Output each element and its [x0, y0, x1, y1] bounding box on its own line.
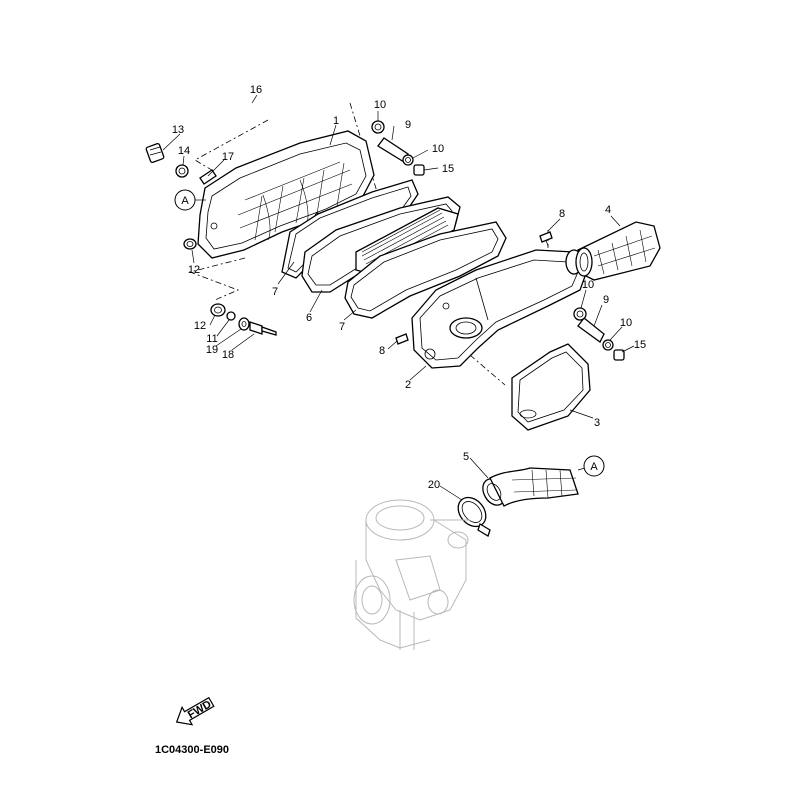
callout-20: 20 — [428, 479, 440, 491]
callout-15b: 15 — [634, 339, 646, 351]
screw-upper — [539, 231, 553, 247]
callout-16: 16 — [250, 84, 262, 96]
drawing-code: 1C04300-E090 — [155, 744, 229, 756]
callout-15a: 15 — [442, 163, 454, 175]
callout-19: 19 — [206, 344, 218, 356]
grommet-upper — [183, 238, 197, 250]
callout-18: 18 — [222, 349, 234, 361]
callout-6: 6 — [306, 312, 312, 324]
fwd-arrow-icon: FWD — [175, 696, 215, 726]
callout-9a: 9 — [405, 119, 411, 131]
clamp-upper-b — [402, 154, 414, 166]
carburetor-joint — [482, 467, 579, 507]
hose-lower — [577, 317, 605, 343]
plug-upper — [413, 164, 425, 176]
callout-7a: 7 — [272, 286, 278, 298]
air-filter-cover — [411, 249, 589, 369]
collar — [226, 311, 236, 321]
clamp-lower-b — [602, 339, 614, 351]
callout-17: 17 — [222, 151, 234, 163]
fwd-label: FWD — [186, 698, 214, 721]
case-seal-rear — [344, 221, 507, 319]
callout-5: 5 — [463, 451, 469, 463]
callout-10d: 10 — [620, 317, 632, 329]
callout-1: 1 — [333, 115, 339, 127]
callout-12a: 12 — [188, 264, 200, 276]
callout-10a: 10 — [374, 99, 386, 111]
screw-lower — [395, 333, 409, 345]
leader-lines — [162, 94, 635, 501]
drain-clamp — [175, 164, 189, 178]
grommet-lower — [210, 303, 226, 317]
svg-text:A: A — [590, 461, 598, 473]
joint-clamp — [457, 496, 491, 537]
clamp-upper-a — [371, 120, 385, 134]
clamp-lower-a — [573, 307, 587, 321]
callout-11: 11 — [206, 333, 217, 345]
callout-8b: 8 — [379, 345, 385, 357]
ref-marker-a-case: A — [174, 189, 206, 211]
callout-14: 14 — [178, 145, 190, 157]
callout-3: 3 — [594, 417, 600, 429]
callout-labels: 16 1 13 14 17 10 9 10 15 12 7 6 7 12 11 … — [172, 84, 646, 491]
carburetor-outline — [353, 499, 470, 650]
ref-marker-a-joint: A — [583, 455, 605, 477]
callout-8a: 8 — [559, 208, 565, 220]
drain-tube — [199, 169, 217, 185]
callout-9b: 9 — [603, 294, 609, 306]
callout-7b: 7 — [339, 321, 345, 333]
drain-plug — [145, 143, 165, 163]
svg-text:A: A — [181, 195, 189, 207]
breather-hose — [168, 59, 264, 122]
bolt — [249, 321, 277, 336]
callout-4: 4 — [605, 204, 611, 216]
intake-duct — [575, 221, 661, 281]
callout-10b: 10 — [432, 143, 444, 155]
plug-lower — [613, 349, 625, 361]
washer — [238, 317, 250, 331]
callout-2: 2 — [405, 379, 411, 391]
cover-plate — [511, 343, 591, 431]
callout-12b: 12 — [194, 320, 206, 332]
callout-10c: 10 — [582, 279, 594, 291]
callout-13: 13 — [172, 124, 184, 136]
air-filter-case — [197, 130, 375, 259]
